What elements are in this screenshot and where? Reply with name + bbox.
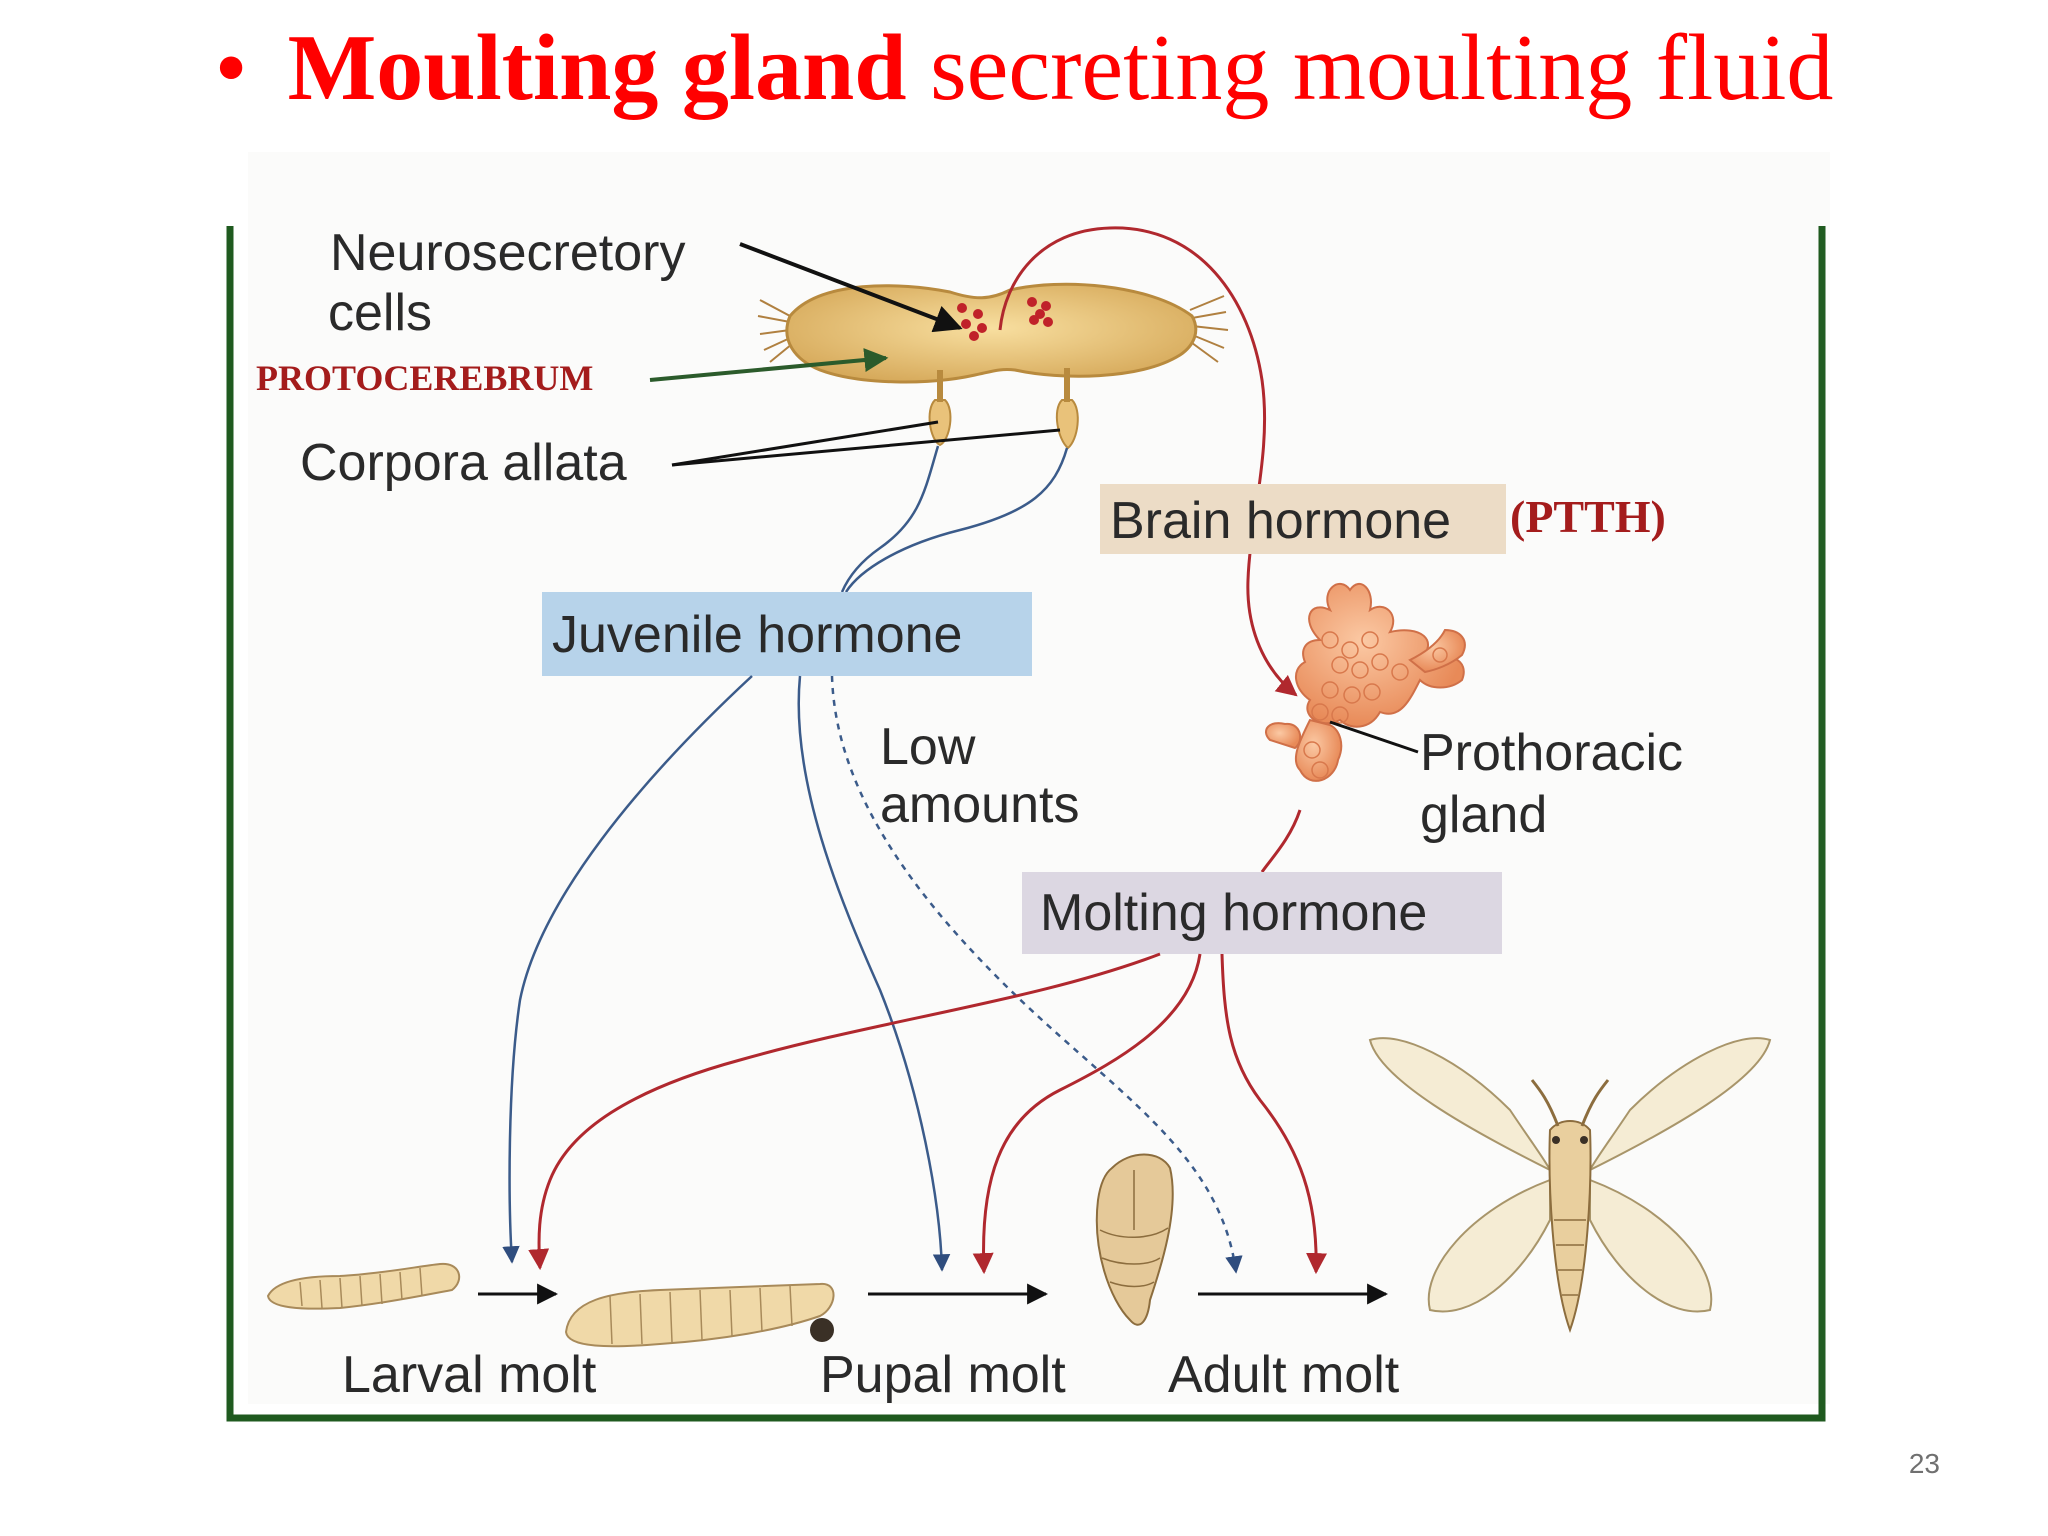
pointer-protocerebrum bbox=[649, 348, 889, 382]
label-prothoracic-1: Prothoracic bbox=[1420, 724, 1683, 782]
pointer-neurosecretory bbox=[739, 242, 963, 333]
label-protocerebrum: PROTOCEREBRUM bbox=[256, 358, 593, 398]
label-corpora-allata: Corpora allata bbox=[300, 434, 627, 492]
pupa-illustration bbox=[1095, 1153, 1174, 1326]
label-prothoracic-2: gland bbox=[1420, 786, 1547, 844]
prothoracic-to-molting-line bbox=[1260, 809, 1302, 873]
molting-to-larval-arrow bbox=[528, 952, 1161, 1271]
juvenile-to-larval-arrow bbox=[502, 675, 753, 1264]
pointer-prothoracic bbox=[1329, 720, 1419, 754]
label-neurosecretory-1: Neurosecretory bbox=[330, 224, 685, 282]
molting-to-adult-arrow bbox=[1220, 953, 1328, 1275]
small-larva-illustration bbox=[266, 1262, 461, 1310]
pointer-corpora-allata-1 bbox=[671, 420, 939, 467]
title-bold: Moulting gland bbox=[287, 16, 907, 120]
corpora-to-juvenile-line-1 bbox=[840, 445, 940, 593]
adult-moth-illustration bbox=[1368, 1037, 1772, 1333]
pointer-corpora-allata-2 bbox=[671, 428, 1061, 467]
label-neurosecretory-2: cells bbox=[328, 284, 432, 342]
label-low-2: amounts bbox=[880, 776, 1079, 834]
page-number: 23 bbox=[1908, 1448, 1940, 1479]
large-larva-illustration bbox=[564, 1282, 835, 1348]
label-ptth: (PTTH) bbox=[1510, 491, 1666, 542]
brain-illustration bbox=[757, 282, 1229, 450]
title-bullet: • bbox=[214, 16, 248, 120]
corpora-to-juvenile-line-2 bbox=[844, 447, 1069, 593]
label-molting-hormone: Molting hormone bbox=[1040, 884, 1427, 942]
prothoracic-gland-illustration bbox=[1265, 582, 1466, 782]
label-low-1: Low bbox=[880, 718, 976, 776]
slide-title: • Moulting gland secreting moulting fluid bbox=[0, 14, 2048, 122]
molting-to-pupal-arrow bbox=[972, 953, 1202, 1275]
title-rest: secreting moulting fluid bbox=[906, 16, 1834, 120]
juvenile-to-pupal-arrow bbox=[797, 675, 951, 1272]
label-pupal-molt: Pupal molt bbox=[820, 1346, 1066, 1404]
label-adult-molt: Adult molt bbox=[1168, 1346, 1400, 1404]
diagram-frame bbox=[226, 226, 1826, 1422]
label-juvenile-hormone: Juvenile hormone bbox=[552, 606, 962, 664]
brain-hormone-box bbox=[1100, 484, 1506, 554]
brain-hormone-arrow bbox=[998, 226, 1298, 697]
juvenile-hormone-box bbox=[542, 592, 1032, 676]
molting-hormone-box bbox=[1022, 872, 1502, 954]
label-brain-hormone: Brain hormone bbox=[1110, 492, 1451, 550]
label-larval-molt: Larval molt bbox=[342, 1346, 597, 1404]
